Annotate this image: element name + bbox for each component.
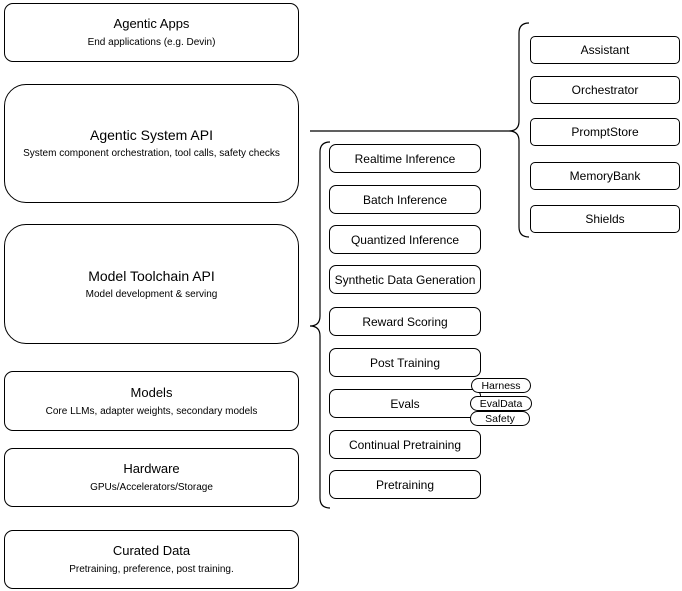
system-brace bbox=[508, 22, 530, 238]
node-title: Hardware bbox=[123, 461, 180, 476]
node-title: Model Toolchain API bbox=[88, 267, 215, 284]
node-subtitle: Core LLMs, adapter weights, secondary mo… bbox=[45, 405, 258, 417]
toolchain-brace bbox=[309, 141, 331, 509]
node-agentic-apps: Agentic Apps End applications (e.g. Devi… bbox=[4, 3, 299, 62]
node-shields: Shields bbox=[530, 205, 680, 233]
node-subtitle: Pretraining, preference, post training. bbox=[69, 564, 234, 575]
node-harness-tag: Harness bbox=[471, 378, 531, 393]
node-agentic-system-api: Agentic System API System component orch… bbox=[4, 84, 299, 203]
node-curated-data: Curated Data Pretraining, preference, po… bbox=[4, 530, 299, 589]
node-evaldata-tag: EvalData bbox=[470, 396, 532, 411]
node-quantized-inference: Quantized Inference bbox=[329, 225, 481, 254]
node-title: Curated Data bbox=[112, 543, 191, 558]
node-batch-inference: Batch Inference bbox=[329, 185, 481, 214]
node-memorybank: MemoryBank bbox=[530, 162, 680, 190]
node-synthetic-data-generation: Synthetic Data Generation bbox=[329, 265, 481, 294]
node-continual-pretraining: Continual Pretraining bbox=[329, 430, 481, 459]
node-subtitle: Model development & serving bbox=[85, 288, 218, 300]
node-promptstore: PromptStore bbox=[530, 118, 680, 146]
node-orchestrator: Orchestrator bbox=[530, 76, 680, 104]
node-subtitle: GPUs/Accelerators/Storage bbox=[90, 482, 213, 493]
node-assistant: Assistant bbox=[530, 36, 680, 64]
node-post-training: Post Training bbox=[329, 348, 481, 377]
node-subtitle: System component orchestration, tool cal… bbox=[23, 148, 280, 159]
node-realtime-inference: Realtime Inference bbox=[329, 144, 481, 173]
node-pretraining: Pretraining bbox=[329, 470, 481, 499]
node-reward-scoring: Reward Scoring bbox=[329, 307, 481, 336]
node-evals: Evals bbox=[329, 389, 481, 418]
node-title: Models bbox=[130, 384, 173, 400]
node-models: Models Core LLMs, adapter weights, secon… bbox=[4, 371, 299, 431]
node-title: Agentic Apps bbox=[113, 16, 190, 31]
node-title: Agentic System API bbox=[90, 127, 213, 143]
node-model-toolchain-api: Model Toolchain API Model development & … bbox=[4, 224, 299, 344]
node-hardware: Hardware GPUs/Accelerators/Storage bbox=[4, 448, 299, 507]
node-safety-tag: Safety bbox=[470, 411, 530, 426]
node-subtitle: End applications (e.g. Devin) bbox=[87, 37, 216, 48]
